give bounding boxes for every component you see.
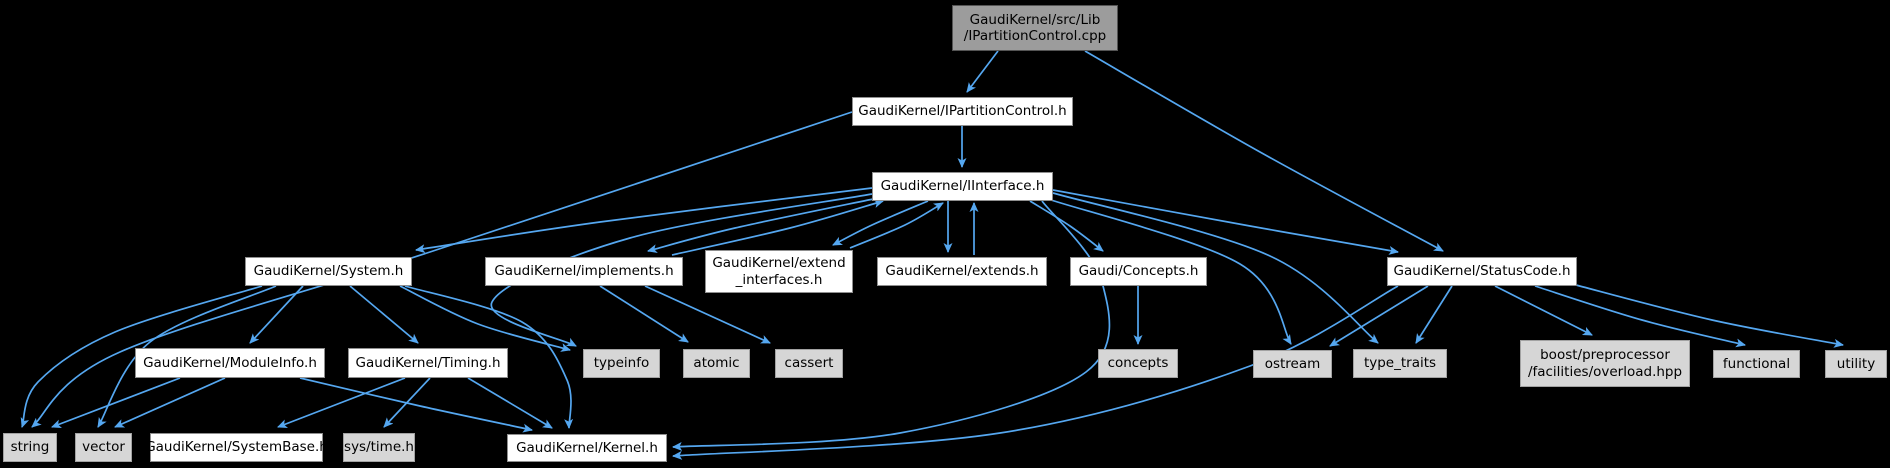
node-label: Gaudi/Concepts.h	[1078, 263, 1199, 280]
node-statuscode-h[interactable]: GaudiKernel/StatusCode.h	[1387, 257, 1577, 286]
node-gaudi-concepts-h[interactable]: Gaudi/Concepts.h	[1070, 257, 1207, 286]
node-concepts: concepts	[1098, 349, 1178, 378]
edge-extend-interfaces-h-to-iinterface-h	[849, 202, 944, 249]
edge-iinterface-h-to-system-h	[415, 187, 873, 254]
node-label: sys/time.h	[344, 439, 414, 456]
edge-iinterface-h-to-typeinfo	[490, 193, 873, 347]
edge-iinterface-h-to-implements-h	[647, 197, 879, 254]
node-label: typeinfo	[593, 355, 650, 372]
node-utility: utility	[1825, 350, 1887, 378]
node-implements-h[interactable]: GaudiKernel/implements.h	[485, 257, 683, 286]
node-label: functional	[1722, 355, 1791, 372]
edge-system-h-to-typeinfo	[399, 285, 571, 352]
node-label: type_traits	[1363, 355, 1437, 372]
edge-system-h-to-timing-h	[349, 285, 419, 344]
edge-timing-h-to-systembase-h	[277, 377, 406, 428]
edge-moduleinfo-h-to-kernel-h	[299, 377, 533, 433]
node-label: GaudiKernel/ModuleInfo.h	[143, 354, 317, 371]
edge-ipartitioncontrol-cpp-to-ipartitioncontrol-h	[966, 50, 999, 93]
node-label: concepts	[1107, 355, 1169, 372]
node-sys-time-h: sys/time.h	[343, 433, 415, 462]
node-system-h[interactable]: GaudiKernel/System.h	[245, 257, 412, 286]
node-iinterface-h[interactable]: GaudiKernel/IInterface.h	[872, 172, 1053, 201]
node-vector: vector	[75, 433, 132, 462]
edge-iinterface-h-to-type-traits	[1052, 192, 1379, 344]
edge-implements-h-to-iinterface-h	[671, 199, 884, 256]
node-kernel-h[interactable]: GaudiKernel/Kernel.h	[507, 434, 667, 462]
node-label: GaudiKernel/Kernel.h	[516, 439, 658, 456]
node-label: GaudiKernel/IInterface.h	[880, 178, 1045, 195]
edge-statuscode-h-to-functional	[1534, 285, 1746, 348]
node-label: utility	[1836, 355, 1876, 372]
node-timing-h[interactable]: GaudiKernel/Timing.h	[348, 348, 508, 378]
edge-ipartitioncontrol-cpp-to-statuscode-h	[1084, 50, 1444, 252]
node-boost-overload-hpp: boost/preprocessor /facilities/overload.…	[1520, 340, 1690, 387]
node-cassert: cassert	[775, 349, 843, 378]
edge-timing-h-to-sys-time-h	[383, 377, 431, 428]
node-ipartitioncontrol-cpp: GaudiKernel/src/Lib /IPartitionControl.c…	[952, 5, 1118, 51]
edge-statuscode-h-to-ostream	[1329, 285, 1429, 347]
edge-implements-h-to-cassert	[644, 285, 771, 344]
node-ostream: ostream	[1253, 350, 1332, 378]
edge-system-h-to-string	[20, 285, 263, 428]
edge-system-h-to-moduleinfo-h	[249, 285, 304, 344]
node-label: GaudiKernel/IPartitionControl.h	[858, 103, 1067, 120]
edge-timing-h-to-kernel-h	[467, 377, 553, 429]
edge-system-h-to-kernel-h	[404, 285, 574, 429]
node-label: GaudiKernel/implements.h	[494, 263, 674, 280]
node-label: GaudiKernel/Timing.h	[355, 354, 501, 371]
node-type-traits: type_traits	[1353, 349, 1447, 378]
edge-iinterface-h-to-kernel-h	[672, 200, 1111, 451]
node-label: GaudiKernel/System.h	[253, 263, 404, 280]
edge-iinterface-h-to-ostream	[1047, 198, 1292, 345]
node-systembase-h[interactable]: GaudiKernel/SystemBase.h	[145, 433, 328, 462]
node-extends-h[interactable]: GaudiKernel/extends.h	[877, 257, 1047, 286]
edge-iinterface-h-to-gaudi-concepts-h	[1029, 200, 1104, 252]
node-string: string	[3, 433, 57, 462]
node-label: atomic	[693, 355, 740, 372]
node-ipartitioncontrol-h[interactable]: GaudiKernel/IPartitionControl.h	[852, 97, 1073, 126]
node-atomic: atomic	[683, 349, 750, 378]
node-typeinfo: typeinfo	[583, 349, 660, 378]
edge-statuscode-h-to-utility	[1571, 283, 1844, 348]
node-label: string	[10, 439, 50, 456]
edge-implements-h-to-atomic	[599, 285, 689, 343]
edge-iinterface-h-to-statuscode-h	[1052, 189, 1399, 255]
node-label: boost/preprocessor /facilities/overload.…	[1527, 347, 1683, 380]
edge-statuscode-h-to-kernel-h	[672, 285, 1399, 460]
edge-statuscode-h-to-type-traits	[1415, 285, 1453, 344]
node-label: vector	[82, 439, 125, 456]
edge-moduleinfo-h-to-vector	[114, 377, 226, 428]
edge-statuscode-h-to-boost-overload-hpp	[1494, 285, 1593, 336]
node-label: GaudiKernel/extend _interfaces.h	[712, 255, 846, 288]
node-moduleinfo-h[interactable]: GaudiKernel/ModuleInfo.h	[135, 348, 325, 378]
edge-moduleinfo-h-to-string	[51, 377, 181, 428]
node-extend-interfaces-h[interactable]: GaudiKernel/extend _interfaces.h	[705, 250, 853, 293]
node-label: ostream	[1264, 355, 1321, 372]
node-label: GaudiKernel/SystemBase.h	[145, 439, 328, 456]
node-label: cassert	[784, 355, 834, 372]
node-label: GaudiKernel/src/Lib /IPartitionControl.c…	[963, 11, 1107, 44]
node-label: GaudiKernel/extends.h	[885, 263, 1039, 280]
node-functional: functional	[1713, 350, 1800, 378]
edge-iinterface-h-to-extend-interfaces-h	[832, 200, 929, 246]
node-label: GaudiKernel/StatusCode.h	[1393, 263, 1571, 280]
